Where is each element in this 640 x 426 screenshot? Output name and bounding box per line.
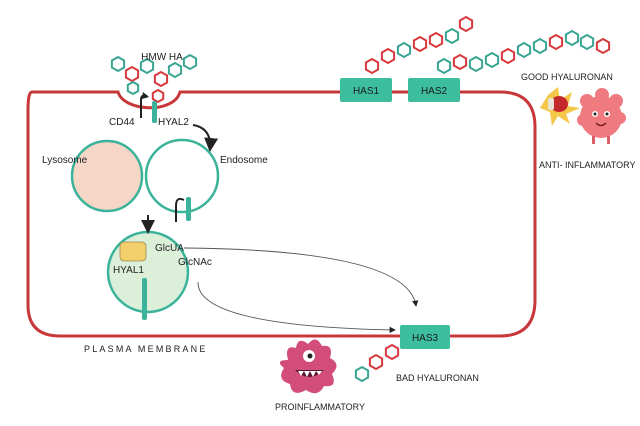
hyaluronan-hexagon — [384, 343, 400, 361]
label-lysosome: Lysosome — [42, 155, 88, 166]
label-glcua: GlcUA — [155, 243, 184, 254]
hyaluronan-hexagon — [182, 53, 198, 71]
hyaluronan-hexagon — [153, 70, 169, 88]
hyaluronan-hexagon — [126, 80, 140, 96]
hyaluronan-hexagon — [484, 51, 500, 69]
svg-text:HAS1: HAS1 — [353, 86, 380, 97]
hyaluronan-hexagon — [516, 41, 532, 59]
hyaluronan-hexagon — [500, 47, 516, 65]
arrow-to-endosome — [192, 124, 219, 152]
label-good-hyaluronan: GOOD HYALURONAN — [521, 72, 613, 82]
label-hmw-ha: HMW HA — [141, 52, 183, 63]
arrow-glcnac-to-has3 — [197, 281, 396, 334]
has2-enzyme: HAS2 — [408, 78, 460, 102]
boxing-glove-icon — [540, 87, 580, 126]
hyaluronan-hexagon — [595, 37, 611, 55]
hyaluronan-hexagon — [139, 57, 155, 75]
monster-germ-icon — [279, 339, 337, 394]
arrow-glcua-to-has3 — [183, 247, 419, 307]
hyaluronan-hexagon — [428, 31, 444, 49]
svg-text:HAS2: HAS2 — [421, 86, 448, 97]
hyaluronan-hexagon — [548, 33, 564, 51]
label-endosome: Endosome — [220, 155, 268, 166]
has3-enzyme: HAS3 — [400, 325, 450, 349]
label-cd44: CD44 — [109, 117, 135, 128]
hyaluronan-hexagon — [151, 88, 165, 104]
hyaluronan-hexagon — [564, 29, 580, 47]
hyaluronan-hexagon — [468, 55, 484, 73]
label-glcnac: GlcNAc — [178, 257, 212, 268]
label-hyal2: HYAL2 — [158, 117, 189, 128]
hyaluronan-hexagon — [364, 57, 380, 75]
label-anti-inflammatory: ANTI- INFLAMMATORY — [539, 160, 636, 170]
hyal1-protein — [142, 278, 147, 320]
hyaluronan-hexagon — [354, 365, 370, 383]
lysosome — [70, 139, 144, 213]
plasma-membrane — [26, 90, 537, 338]
hyaluronan-hexagon — [110, 55, 126, 73]
hyal2-receptor — [152, 101, 157, 123]
endosome-receptor — [175, 197, 185, 222]
hyaluronan-hexagon — [444, 27, 460, 45]
cd44-arrowhead — [142, 92, 149, 99]
hyaluronan-hexagon — [380, 47, 396, 65]
svg-text:HAS3: HAS3 — [412, 333, 439, 344]
hyaluronan-hexagon — [452, 53, 468, 71]
endosome-hyal2 — [186, 197, 191, 221]
endosome — [144, 138, 220, 214]
hyaluronan-hexagon — [167, 61, 183, 79]
hyaluronan-hexagon — [412, 35, 428, 53]
hyaluronan-hexagon — [436, 57, 452, 75]
label-plasma-membrane: PLASMA MEMBRANE — [84, 344, 208, 354]
label-proinflammatory: PROINFLAMMATORY — [275, 402, 365, 412]
happy-virus-icon — [577, 88, 626, 144]
label-hyal1: HYAL1 — [113, 265, 144, 276]
hyaluronan-hexagon — [532, 37, 548, 55]
label-bad-hyaluronan: BAD HYALURONAN — [396, 373, 479, 383]
hyaluronan-hexagon — [579, 33, 595, 51]
has1-enzyme: HAS1 — [340, 78, 392, 102]
hyaluronan-hexagon — [368, 353, 384, 371]
glcua-block — [119, 241, 147, 262]
hyaluronan-hexagon — [396, 41, 412, 59]
hyaluronan-hexagon — [124, 65, 140, 83]
hyaluronan-hexagon — [458, 15, 474, 33]
